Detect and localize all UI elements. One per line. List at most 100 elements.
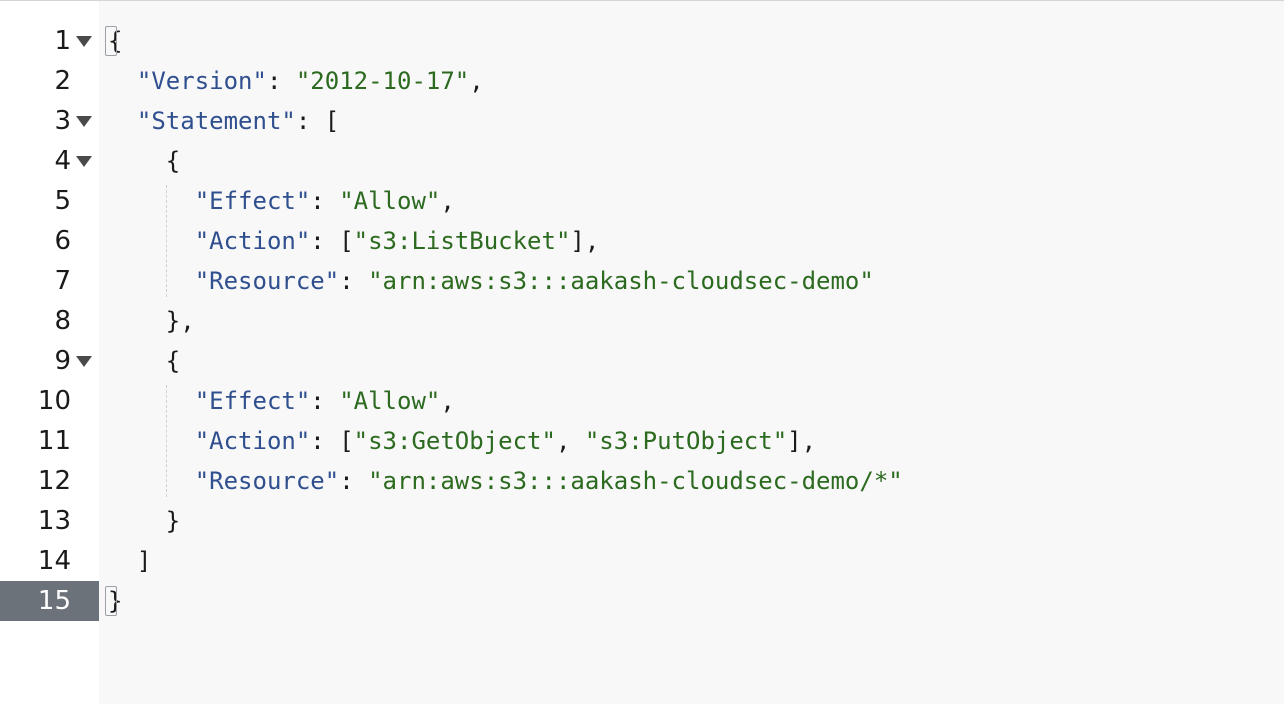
indent-guide — [166, 385, 167, 497]
json-punctuation: : — [310, 387, 340, 415]
code-line[interactable]: "Resource": "arn:aws:s3:::aakash-cloudse… — [108, 461, 903, 501]
gutter-line: 15 — [0, 581, 99, 621]
gutter-line: 8 — [0, 301, 99, 341]
json-punctuation: , — [440, 187, 455, 215]
code-line[interactable]: } — [108, 581, 122, 621]
json-punctuation — [108, 67, 137, 95]
json-key: "Version" — [136, 67, 267, 95]
json-punctuation: : — [339, 267, 369, 295]
code-content-area[interactable] — [99, 1, 1284, 704]
line-number: 14 — [37, 546, 71, 576]
code-line[interactable]: "Effect": "Allow", — [108, 181, 455, 221]
json-punctuation — [108, 107, 137, 135]
gutter-line: 11 — [0, 421, 99, 461]
json-punctuation: : [ — [310, 227, 354, 255]
gutter-line: 14 — [0, 541, 99, 581]
json-punctuation: } — [108, 507, 181, 535]
json-punctuation: : [ — [310, 427, 354, 455]
json-string: "Allow" — [339, 187, 441, 215]
line-number: 10 — [37, 386, 71, 416]
fold-arrow-icon[interactable] — [76, 36, 92, 47]
json-punctuation: ], — [570, 227, 600, 255]
gutter-line: 12 — [0, 461, 99, 501]
json-punctuation: { — [108, 147, 181, 175]
matching-bracket-highlight — [105, 586, 117, 616]
json-key: "Resource" — [194, 467, 340, 495]
json-punctuation — [108, 467, 195, 495]
json-punctuation: : — [339, 467, 369, 495]
line-number: 3 — [54, 106, 71, 136]
json-punctuation: , — [440, 387, 455, 415]
code-line[interactable]: "Version": "2012-10-17", — [108, 61, 484, 101]
json-punctuation: { — [108, 27, 123, 55]
json-punctuation — [108, 227, 195, 255]
line-number: 13 — [37, 506, 71, 536]
json-punctuation: }, — [108, 307, 195, 335]
json-string: "arn:aws:s3:::aakash-cloudsec-demo/*" — [368, 467, 903, 495]
gutter-line: 6 — [0, 221, 99, 261]
json-key: "Statement" — [136, 107, 296, 135]
gutter-line: 2 — [0, 61, 99, 101]
json-string: "s3:ListBucket" — [353, 227, 571, 255]
line-number: 8 — [54, 306, 71, 336]
code-line[interactable]: }, — [108, 301, 195, 341]
json-punctuation — [108, 267, 195, 295]
gutter-line: 7 — [0, 261, 99, 301]
json-punctuation — [108, 187, 195, 215]
line-number: 6 — [54, 226, 71, 256]
fold-arrow-icon[interactable] — [76, 356, 92, 367]
gutter-line: 10 — [0, 381, 99, 421]
gutter-line: 3 — [0, 101, 99, 141]
json-punctuation: { — [108, 347, 181, 375]
json-punctuation: } — [108, 587, 123, 615]
fold-arrow-icon[interactable] — [76, 116, 92, 127]
json-punctuation: : — [310, 187, 340, 215]
json-punctuation — [108, 387, 195, 415]
line-number: 4 — [54, 146, 71, 176]
code-line[interactable]: "Action": ["s3:ListBucket"], — [108, 221, 600, 261]
json-string: "arn:aws:s3:::aakash-cloudsec-demo" — [368, 267, 874, 295]
json-key: "Action" — [194, 227, 311, 255]
matching-bracket-highlight — [105, 26, 117, 56]
gutter-line: 4 — [0, 141, 99, 181]
line-number: 12 — [37, 466, 71, 496]
gutter-line: 13 — [0, 501, 99, 541]
code-line[interactable]: ] — [108, 541, 151, 581]
json-string: "s3:GetObject" — [353, 427, 556, 455]
line-number: 1 — [54, 26, 71, 56]
line-number: 2 — [54, 66, 71, 96]
json-punctuation: , — [469, 67, 484, 95]
indent-guide — [166, 185, 167, 297]
json-string: "s3:PutObject" — [584, 427, 788, 455]
line-number: 15 — [37, 586, 71, 616]
fold-arrow-icon[interactable] — [76, 156, 92, 167]
json-string: "2012-10-17" — [295, 67, 470, 95]
json-key: "Effect" — [194, 387, 311, 415]
json-punctuation: : — [266, 67, 296, 95]
code-line[interactable]: { — [108, 21, 122, 61]
code-line[interactable]: "Action": ["s3:GetObject", "s3:PutObject… — [108, 421, 816, 461]
line-number: 7 — [54, 266, 71, 296]
gutter-line: 9 — [0, 341, 99, 381]
json-punctuation: ], — [787, 427, 817, 455]
json-key: "Effect" — [194, 187, 311, 215]
code-line[interactable]: { — [108, 341, 180, 381]
line-number: 9 — [54, 346, 71, 376]
json-key: "Action" — [194, 427, 311, 455]
line-number: 11 — [37, 426, 71, 456]
gutter-line: 5 — [0, 181, 99, 221]
code-line[interactable]: "Statement": [ — [108, 101, 339, 141]
code-line[interactable]: "Effect": "Allow", — [108, 381, 455, 421]
code-line[interactable]: "Resource": "arn:aws:s3:::aakash-cloudse… — [108, 261, 874, 301]
json-punctuation: ] — [108, 547, 152, 575]
code-line[interactable]: } — [108, 501, 180, 541]
json-string: "Allow" — [339, 387, 441, 415]
code-line[interactable]: { — [108, 141, 180, 181]
json-punctuation — [108, 427, 195, 455]
json-punctuation: : [ — [295, 107, 340, 135]
gutter-line: 1 — [0, 21, 99, 61]
json-key: "Resource" — [194, 267, 340, 295]
line-number: 5 — [54, 186, 71, 216]
